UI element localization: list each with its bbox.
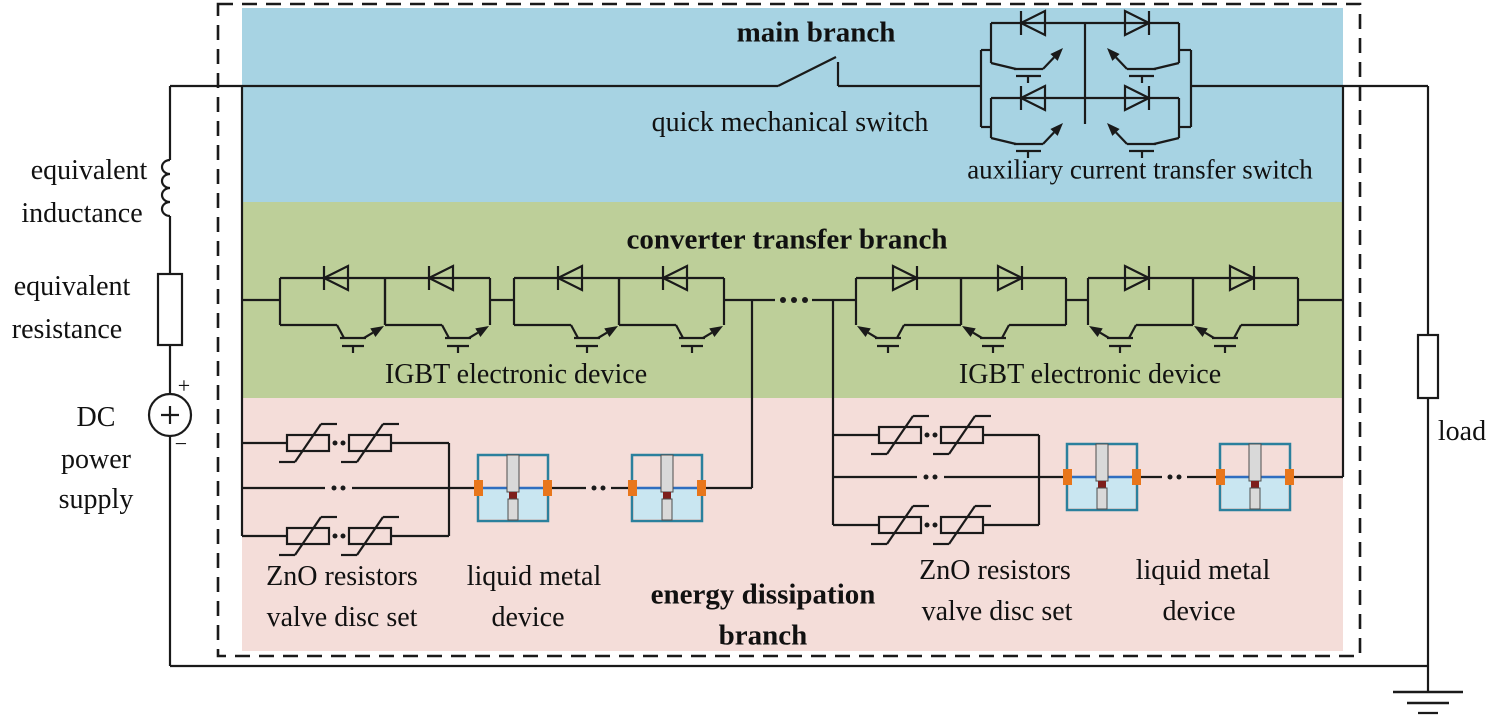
zno-varistor-icon <box>341 422 399 464</box>
lm-label-right-line2: device <box>1162 596 1236 627</box>
igbt-with-diode-cell <box>854 264 963 353</box>
load-label: load <box>1437 416 1487 447</box>
energy-dissipation-right-section <box>833 414 1343 546</box>
main-branch-band <box>242 8 1343 202</box>
igbt-with-diode-cell <box>617 264 726 353</box>
aux-transfer-switch-label: auxiliary current transfer switch <box>967 154 1313 185</box>
resistance-label-line2: resistance <box>11 314 123 345</box>
dc-power-supply-icon <box>147 345 193 666</box>
quick-mechanical-switch-label: quick mechanical switch <box>651 107 929 138</box>
dc-supply-label-line3: supply <box>58 484 134 515</box>
igbt-with-diode-cell <box>959 264 1068 353</box>
lm-label-left-line1: liquid metal <box>466 561 602 592</box>
igbt-device-label-left: IGBT electronic device <box>384 359 648 390</box>
equivalent-resistance-icon <box>156 272 184 347</box>
inductance-label-line1: equivalent <box>30 155 148 186</box>
igbt-with-diode-cell <box>989 84 1085 158</box>
breaker-dashed-outline <box>216 2 1362 658</box>
igbt-with-diode-cell <box>1085 84 1181 158</box>
lm-label-left-line2: device <box>491 602 565 633</box>
igbt-with-diode-cell <box>383 264 492 353</box>
inductance-label-line2: inductance <box>21 198 143 229</box>
resistance-label-line1: equivalent <box>13 271 131 302</box>
igbt-with-diode-cell <box>1086 264 1195 353</box>
zno-varistor-icon <box>279 422 337 464</box>
zno-label-left-line1: ZnO resistors <box>266 561 418 592</box>
zno-label-right-line1: ZnO resistors <box>919 555 1071 586</box>
equivalent-inductance-icon <box>160 84 778 274</box>
zno-varistor-icon <box>871 414 929 456</box>
energy-branch-title-line2: branch <box>718 619 808 652</box>
liquid-metal-device-icon <box>1063 442 1141 512</box>
converter-transfer-branch-circuit <box>242 264 1343 353</box>
zno-varistor-icon <box>933 504 991 546</box>
zno-varistor-icon <box>871 504 929 546</box>
igbt-with-diode-cell <box>1085 9 1181 83</box>
converter-branch-title: converter transfer branch <box>626 223 948 256</box>
zno-label-left-line2: valve disc set <box>266 602 418 633</box>
igbt-with-diode-cell <box>989 9 1085 83</box>
quick-mechanical-switch-icon <box>777 56 981 88</box>
liquid-metal-device-icon <box>474 453 552 523</box>
zno-varistor-icon <box>279 515 337 557</box>
igbt-device-label-right: IGBT electronic device <box>958 359 1222 390</box>
liquid-metal-device-icon <box>628 453 706 523</box>
zno-label-right-line2: valve disc set <box>921 596 1073 627</box>
source-minus-sign: − <box>174 431 188 456</box>
source-plus-sign: + <box>177 373 191 398</box>
energy-branch-band <box>242 398 1343 651</box>
auxiliary-current-transfer-switch-icon <box>979 9 1428 158</box>
dc-supply-label-line2: power <box>61 444 131 475</box>
dc-supply-label-line1: DC <box>76 402 116 433</box>
lm-label-right-line1: liquid metal <box>1135 555 1271 586</box>
energy-dissipation-left-section <box>242 422 752 557</box>
ground-icon <box>1393 690 1463 715</box>
energy-branch-title-line1: energy dissipation <box>650 578 876 611</box>
liquid-metal-device-icon <box>1216 442 1294 512</box>
igbt-with-diode-cell <box>512 264 621 353</box>
load-resistor-icon <box>1416 333 1440 400</box>
main-branch-title: main branch <box>736 16 896 49</box>
